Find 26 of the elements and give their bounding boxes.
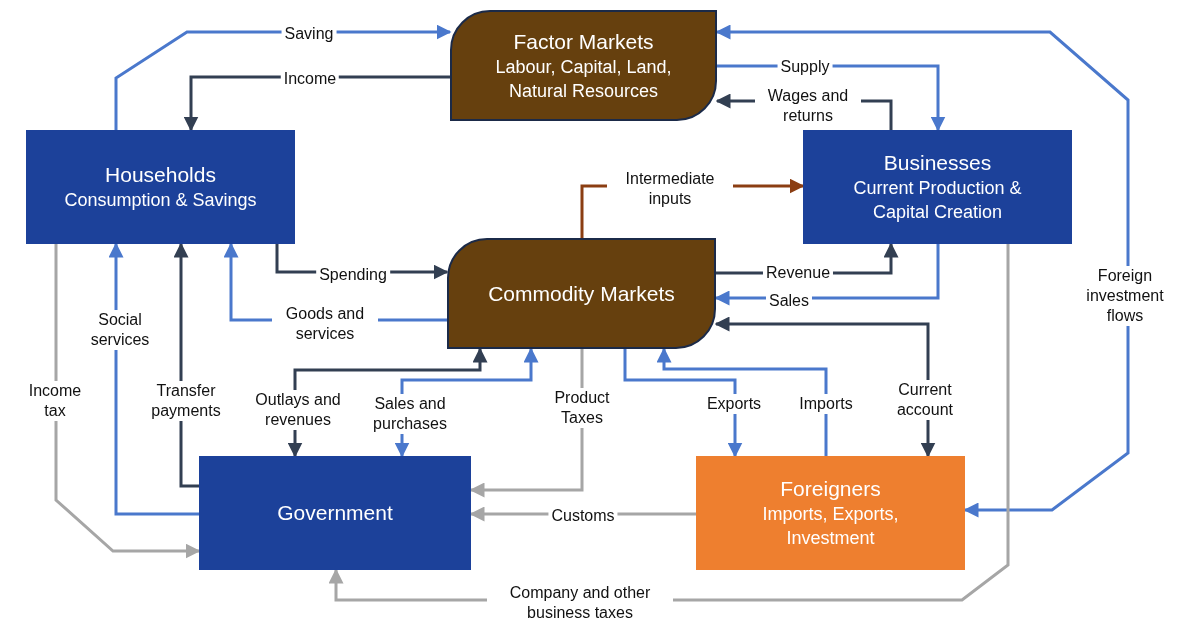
flow-arrow <box>623 349 743 458</box>
market-box <box>450 10 717 121</box>
node-title: Households <box>105 162 216 188</box>
flow-arrow <box>715 24 1130 518</box>
sector-box <box>803 130 1072 244</box>
flow-arrow <box>656 347 828 456</box>
flow-arrow <box>108 242 199 516</box>
sector-box <box>199 456 471 570</box>
edge-label: Intermediate inputs <box>607 169 733 209</box>
node-subtitle: Consumption & Savings <box>64 189 257 212</box>
market-box <box>447 238 716 349</box>
flow-arrow <box>714 316 936 458</box>
node-title: Government <box>277 500 393 526</box>
node-title: Factor Markets <box>513 28 654 55</box>
sector-box <box>696 456 965 570</box>
edge-label: Supply <box>777 57 833 77</box>
node-subtitle: Labour, Capital, Land, Natural Resources <box>494 55 673 103</box>
node-title: Businesses <box>883 150 992 176</box>
sector-box <box>26 130 295 244</box>
edge-label: Saving <box>281 24 337 44</box>
node-subtitle: Current Production & Capital Creation <box>852 177 1023 224</box>
node-subtitle: Imports, Exports, Investment <box>761 503 900 550</box>
edge-label: Spending <box>316 265 390 285</box>
node-title: Foreigners <box>780 476 881 502</box>
flow-arrow <box>54 244 201 559</box>
node-title: Commodity Markets <box>488 280 675 307</box>
